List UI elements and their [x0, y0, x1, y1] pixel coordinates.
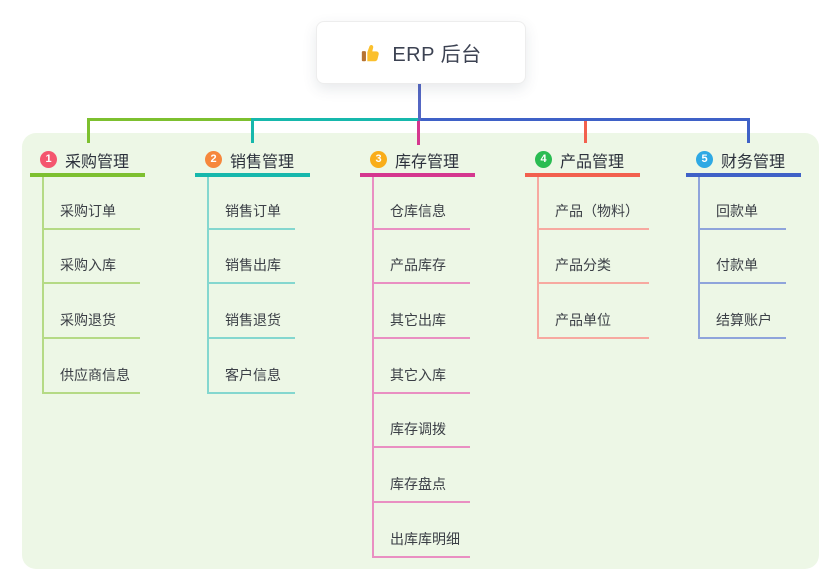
child-item[interactable]: 付款单	[700, 230, 786, 285]
branch-node-label: 财务管理	[721, 153, 786, 171]
child-item-label: 其它入库	[390, 366, 446, 383]
child-item-label: 销售订单	[225, 202, 281, 219]
branch-children: 产品（物料） 产品分类产品单位	[537, 177, 649, 339]
branch-node[interactable]: 3 库存管理	[360, 146, 475, 177]
branch-node[interactable]: 1 采购管理	[30, 146, 145, 177]
connector-rail-right-blue	[419, 118, 750, 121]
connector-drop-inventory	[417, 121, 420, 145]
child-item-label: 销售出库	[225, 257, 281, 274]
child-item-label: 销售退货	[225, 311, 281, 328]
branch-children: 仓库信息产品库存其它出库其它入库库存调拨库存盘点出库库明细	[372, 177, 470, 558]
child-item[interactable]: 采购退货	[44, 284, 140, 339]
child-item-label: 库存盘点	[390, 475, 446, 492]
child-item[interactable]: 产品库存	[374, 230, 470, 285]
branch-column: 2 销售管理 销售订单销售出库销售退货客户信息	[195, 146, 310, 394]
branch-number-badge: 5	[696, 151, 713, 168]
child-item-label: 采购入库	[60, 257, 116, 274]
root-node[interactable]: ERP 后台	[316, 21, 526, 84]
child-item-label: 客户信息	[225, 366, 281, 383]
child-item[interactable]: 其它入库	[374, 339, 470, 394]
child-item[interactable]: 供应商信息	[44, 339, 140, 394]
child-item[interactable]: 采购订单	[44, 177, 140, 230]
child-item-label: 结算账户	[716, 311, 772, 328]
branch-node-label: 销售管理	[230, 153, 295, 171]
branch-node[interactable]: 4 产品管理	[525, 146, 640, 177]
branch-children: 销售订单销售出库销售退货客户信息	[207, 177, 295, 394]
connector-rail-left-green	[87, 118, 253, 121]
child-item[interactable]: 库存调拨	[374, 394, 470, 449]
child-item[interactable]: 产品单位	[539, 284, 649, 339]
child-item[interactable]: 销售退货	[209, 284, 295, 339]
child-item-label: 产品分类	[555, 257, 611, 274]
branch-node[interactable]: 2 销售管理	[195, 146, 310, 177]
child-item-label: 其它出库	[390, 311, 446, 328]
child-item-label: 库存调拨	[390, 421, 446, 438]
branch-node[interactable]: 5 财务管理	[686, 146, 801, 177]
child-item-label: 出库库明细	[390, 530, 460, 547]
branch-column: 3 库存管理 仓库信息产品库存其它出库其它入库库存调拨库存盘点出库库明细	[360, 146, 475, 558]
child-item-label: 仓库信息	[390, 202, 446, 219]
child-item-label: 回款单	[716, 202, 758, 219]
child-item[interactable]: 采购入库	[44, 230, 140, 285]
child-item-label: 采购退货	[60, 311, 116, 328]
branch-number-badge: 1	[40, 151, 57, 168]
connector-drop-sales	[251, 121, 254, 143]
child-item[interactable]: 产品（物料）	[539, 177, 649, 230]
branch-column: 1 采购管理 采购订单采购入库采购退货供应商信息	[30, 146, 145, 394]
branch-node-label: 采购管理	[65, 153, 130, 171]
child-item[interactable]: 销售出库	[209, 230, 295, 285]
child-item-label: 付款单	[716, 257, 758, 274]
branches-panel	[22, 133, 819, 569]
child-item-label: 采购订单	[60, 202, 116, 219]
branch-children: 采购订单采购入库采购退货供应商信息	[42, 177, 140, 394]
branch-column: 4 产品管理 产品（物料） 产品分类产品单位	[525, 146, 649, 339]
child-item[interactable]: 客户信息	[209, 339, 295, 394]
child-item-label: 产品库存	[390, 257, 446, 274]
root-node-label: ERP 后台	[392, 44, 482, 66]
child-item-label: 供应商信息	[60, 366, 130, 383]
child-item[interactable]: 其它出库	[374, 284, 470, 339]
child-item-label: 产品单位	[555, 311, 611, 328]
child-item[interactable]: 产品分类	[539, 230, 649, 285]
branch-node-label: 产品管理	[560, 153, 625, 171]
child-item[interactable]: 库存盘点	[374, 448, 470, 503]
child-item[interactable]: 仓库信息	[374, 177, 470, 230]
connector-drop-product	[584, 121, 587, 143]
branch-number-badge: 4	[535, 151, 552, 168]
thumbs-up-icon	[360, 42, 382, 64]
branch-number-badge: 2	[205, 151, 222, 168]
connector-drop-finance	[747, 118, 750, 143]
child-item[interactable]: 回款单	[700, 177, 786, 230]
child-item[interactable]: 销售订单	[209, 177, 295, 230]
child-item-label: 产品（物料）	[555, 202, 639, 219]
connector-root-stub	[418, 82, 421, 121]
branch-column: 5 财务管理 回款单付款单结算账户	[686, 146, 801, 339]
connector-rail-left-teal	[251, 118, 419, 121]
connector-drop-purchase	[87, 118, 90, 143]
branch-children: 回款单付款单结算账户	[698, 177, 786, 339]
child-item[interactable]: 出库库明细	[374, 503, 470, 558]
child-item[interactable]: 结算账户	[700, 284, 786, 339]
branch-node-label: 库存管理	[395, 153, 460, 171]
branch-number-badge: 3	[370, 151, 387, 168]
